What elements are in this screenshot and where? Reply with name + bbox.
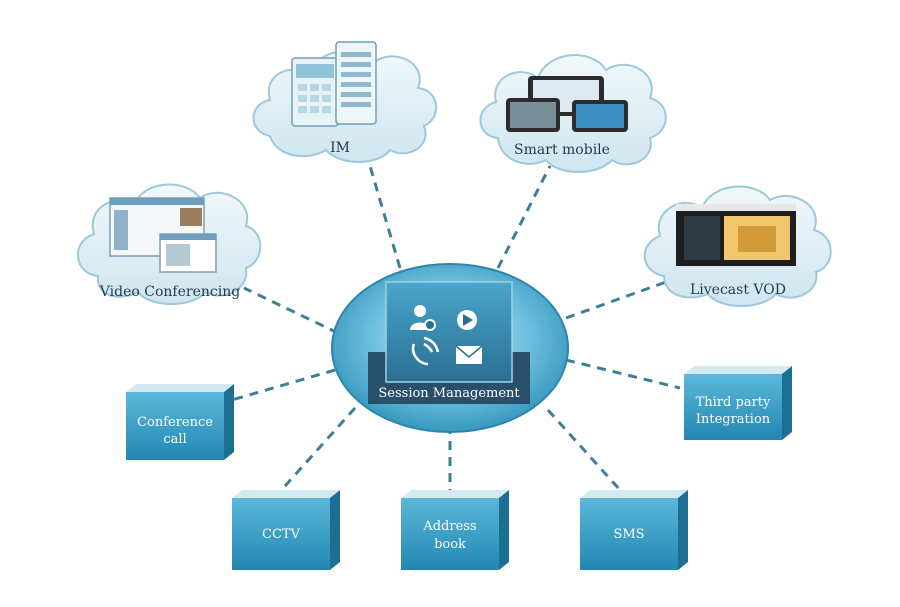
cloud-smart-mobile-label: Smart mobile <box>514 142 610 158</box>
box-conference-call: Conference call <box>126 384 234 460</box>
box-third-party-line1: Third party <box>696 395 771 410</box>
box-conference-call-front <box>126 392 224 460</box>
cloud-video-conferencing-label: Video Conferencing <box>99 284 240 300</box>
connector-third-party <box>565 358 681 390</box>
connectors <box>224 165 681 492</box>
cloud-livecast-vod: Livecast VOD <box>643 185 832 307</box>
livecast-titlebar <box>676 204 796 211</box>
hub-session-management: Session Management <box>331 263 569 433</box>
box-cctv-top <box>232 490 340 498</box>
box-sms-front <box>580 498 678 570</box>
video-play-icon <box>457 310 477 330</box>
hub-icon-panel <box>385 281 513 383</box>
vc-window-video <box>180 208 202 226</box>
box-address-book-side <box>499 490 509 570</box>
connector-im <box>368 165 402 269</box>
box-third-party: Third party Integration <box>684 366 792 440</box>
box-conference-call-line2: call <box>163 432 186 447</box>
phone-right-screen <box>576 104 624 128</box>
user-icon <box>410 305 436 331</box>
connector-smart-mobile <box>496 165 552 269</box>
connector-sms <box>546 408 622 492</box>
connector-livecast-vod <box>565 280 667 320</box>
box-address-book-front <box>401 498 499 570</box>
cloud-livecast-vod-label: Livecast VOD <box>690 282 786 298</box>
box-sms: SMS <box>580 490 688 570</box>
box-third-party-top <box>684 366 792 374</box>
livecast-sidebar <box>684 216 720 260</box>
box-cctv-label: CCTV <box>262 527 301 542</box>
im-keypad <box>298 84 331 113</box>
box-address-book-line2: book <box>434 537 466 552</box>
mail-icon <box>455 345 483 364</box>
box-conference-call-top <box>126 384 234 392</box>
vc-window-titlebar <box>110 198 204 205</box>
box-address-book: Address book <box>401 490 509 570</box>
phone-call-icon <box>411 336 440 366</box>
box-cctv: CCTV <box>232 490 340 570</box>
box-cctv-side <box>330 490 340 570</box>
im-phone-screen <box>296 64 334 78</box>
box-sms-label: SMS <box>613 527 644 542</box>
vc-window-sidebar <box>114 210 128 250</box>
vc-window-front-video <box>166 244 190 266</box>
cloud-im: IM <box>252 41 438 163</box>
box-cctv-front <box>232 498 330 570</box>
connector-cctv <box>283 406 357 488</box>
connector-conference-call <box>224 368 336 404</box>
im-contact-rows <box>341 52 371 107</box>
box-conference-call-line1: Conference <box>137 415 213 430</box>
box-sms-top <box>580 490 688 498</box>
box-third-party-line2: Integration <box>696 412 771 427</box>
box-conference-call-side <box>224 384 234 460</box>
connector-video-conferencing <box>243 286 339 335</box>
box-third-party-side <box>782 366 792 440</box>
phone-left-screen <box>510 102 556 128</box>
cloud-video-conferencing: Video Conferencing <box>77 183 262 305</box>
cloud-im-label: IM <box>330 140 350 156</box>
box-sms-side <box>678 490 688 570</box>
livecast-video <box>738 226 776 252</box>
box-address-book-line1: Address <box>422 519 476 534</box>
box-third-party-front <box>684 374 782 440</box>
hub-label: Session Management <box>378 386 520 401</box>
cloud-smart-mobile: Smart mobile <box>479 54 667 173</box>
box-address-book-top <box>401 490 509 498</box>
vc-window-front-titlebar <box>160 234 216 240</box>
